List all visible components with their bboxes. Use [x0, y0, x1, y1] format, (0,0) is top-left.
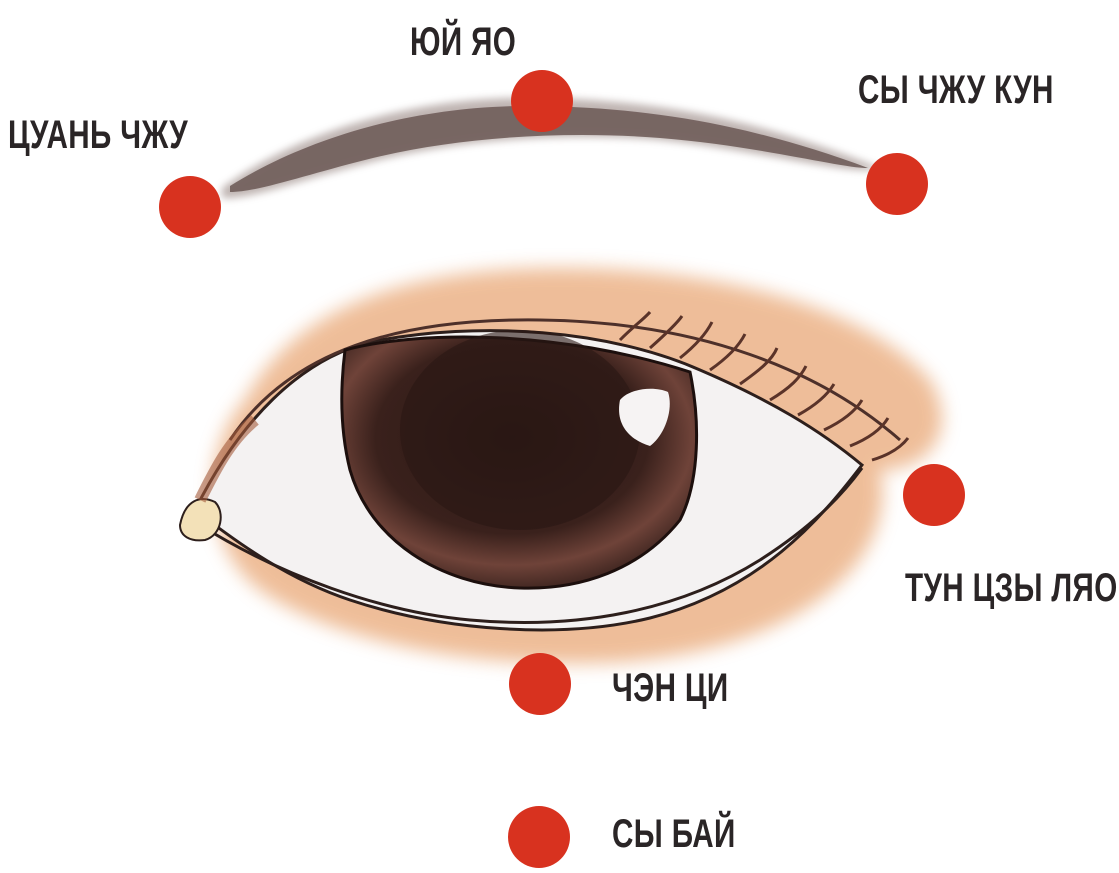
- acupoint-marker-sy-chzhu-kun: [866, 153, 928, 215]
- acupoint-label-sy-chzhu-kun: СЫ ЧЖУ КУН: [858, 68, 1054, 112]
- acupoint-marker-tun-tszy-lyao: [903, 464, 965, 526]
- acupoint-label-tun-tszy-lyao: ТУН ЦЗЫ ЛЯО: [905, 566, 1118, 610]
- acupoint-label-chen-tsi: ЧЭН ЦИ: [612, 666, 729, 710]
- acupoint-marker-yuy-yao: [511, 70, 573, 132]
- acupoint-marker-tsuan-chzhu: [159, 176, 221, 238]
- acupoint-label-tsuan-chzhu: ЦУАНЬ ЧЖУ: [8, 113, 188, 157]
- acupoint-label-sy-bai: СЫ БАЙ: [612, 812, 736, 856]
- acupoint-label-yuy-yao: ЮЙ ЯО: [410, 20, 516, 64]
- acupoint-marker-sy-bai: [508, 806, 570, 868]
- acupoint-marker-chen-tsi: [509, 653, 571, 715]
